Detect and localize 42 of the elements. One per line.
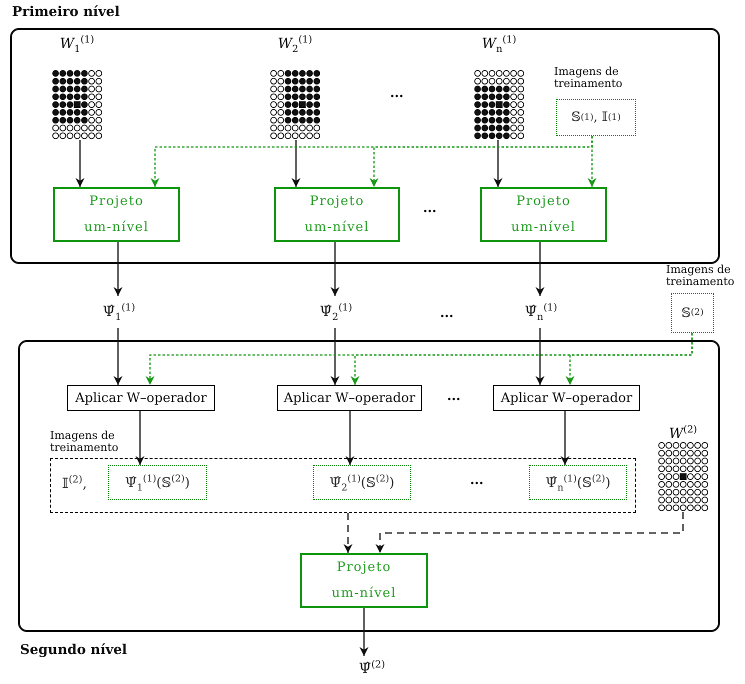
arrow: [344, 513, 352, 553]
image-label: 𝕀$^{(2)}$,: [62, 476, 87, 492]
ellipsis: ...: [423, 201, 437, 216]
process-box: Projeto um-nível: [53, 187, 180, 242]
training-heading: Imagens de treinamento: [554, 66, 624, 89]
arrow: [114, 242, 122, 296]
training-images-box: 𝕊$^{(2)}$: [671, 293, 714, 333]
process-box: Projeto um-nível: [274, 187, 400, 242]
panel-heading: Primeiro nível: [12, 4, 120, 20]
training-heading: Imagens de treinamento: [50, 430, 120, 453]
arrow: [114, 328, 122, 385]
arrow: [494, 140, 502, 187]
operator-box: Aplicar W–operador: [67, 385, 215, 411]
operator-box: Aplicar W–operador: [277, 385, 422, 411]
arrow: [330, 242, 340, 296]
arrow: [376, 512, 684, 553]
training-images-box: 𝕊$^{(1)}$, 𝕀$^{(1)}$: [556, 99, 636, 136]
arrow: [330, 328, 340, 385]
panel-heading: Segundo nível: [20, 642, 128, 658]
process-box: Projeto um-nível: [300, 553, 428, 608]
arrow: [360, 608, 368, 656]
arrow: [292, 140, 300, 187]
ellipsis: ...: [390, 86, 404, 101]
arrow: [136, 411, 144, 465]
ellipsis: ...: [440, 306, 454, 321]
arrow: [346, 411, 354, 465]
arrow: [536, 328, 544, 385]
arrow: [588, 136, 596, 187]
arrow: [560, 411, 570, 465]
ellipsis: ...: [470, 473, 484, 488]
result-box: Ψ̂$_{n}$$^{(1)}$(𝕊$^{(2)}$): [529, 465, 627, 500]
process-box: Projeto um-nível: [480, 187, 607, 242]
arrow: [566, 333, 693, 385]
operator-box: Aplicar W–operador: [493, 385, 640, 411]
ellipsis: ...: [447, 389, 461, 404]
result-box: Ψ̂$_{2}$$^{(1)}$(𝕊$^{(2)}$): [313, 465, 411, 500]
arrow: [536, 242, 544, 296]
weight-label: W$^{(2)}$: [668, 426, 698, 442]
training-heading: Imagens de treinamento: [666, 264, 736, 287]
arrow: [76, 140, 84, 187]
result-box: Ψ̂$_{1}$$^{(1)}$(𝕊$^{(2)}$): [108, 465, 207, 500]
output-label: Ψ̂$^{(2)}$: [346, 656, 398, 682]
